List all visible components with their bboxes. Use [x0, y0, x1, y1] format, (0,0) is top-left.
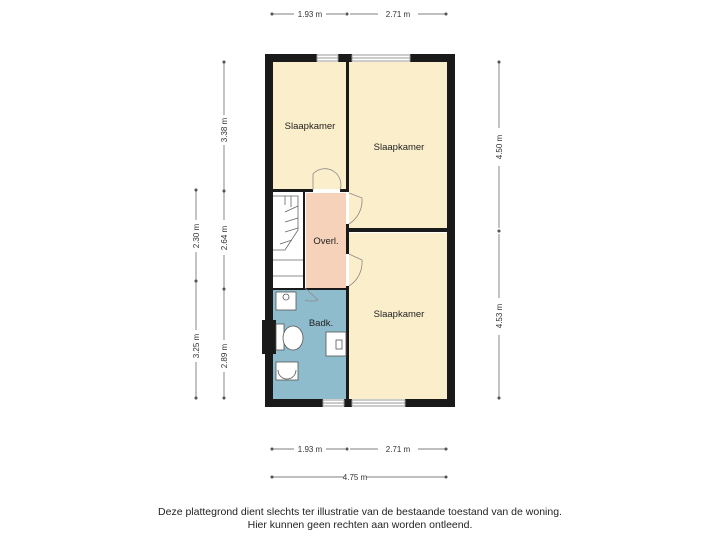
shower-icon — [275, 361, 299, 381]
dimension-lines — [194, 12, 501, 479]
room-label-landing: Overl. — [313, 236, 338, 247]
dim-total-width: 4.75 m — [343, 473, 368, 482]
bathroom-fixtures — [275, 291, 347, 381]
room-fill-bedroom-top-right — [349, 62, 447, 228]
room-label-bathroom: Badk. — [309, 318, 333, 329]
dim-inner-left-upper: 3.38 m — [220, 117, 229, 142]
windows — [316, 54, 411, 407]
dim-inner-left-lower: 2.89 m — [220, 343, 229, 368]
disclaimer-line-2: Hier kunnen geen rechten aan worden ontl… — [247, 519, 473, 531]
dim-outer-left-upper: 2.30 m — [192, 223, 201, 248]
dim-outer-left-lower: 3.25 m — [192, 333, 201, 358]
room-label-bedroom-top-left: Slaapkamer — [285, 121, 336, 132]
dim-right-lower: 4.53 m — [495, 303, 504, 328]
dim-top-left: 1.93 m — [298, 10, 323, 19]
dim-right-upper: 4.50 m — [495, 134, 504, 159]
dim-top-right: 2.71 m — [386, 10, 411, 19]
room-fill-stair — [273, 192, 305, 276]
dim-bottom-right: 2.71 m — [386, 445, 411, 454]
outer-walls — [262, 54, 455, 407]
stairs — [273, 195, 303, 277]
interior-walls — [273, 62, 447, 399]
doors — [304, 168, 363, 302]
room-fill-bedroom-top-left — [273, 62, 346, 189]
sink-icon — [275, 291, 297, 311]
dim-bottom-left: 1.93 m — [298, 445, 323, 454]
room-fill-bedroom-bottom-right — [349, 233, 447, 399]
dim-inner-left-mid: 2.64 m — [220, 225, 229, 250]
room-fill-landing — [306, 193, 346, 288]
room-label-bedroom-bottom-right: Slaapkamer — [374, 309, 425, 320]
room-label-bedroom-top-right: Slaapkamer — [374, 142, 425, 153]
disclaimer-line-1: Deze plattegrond dient slechts ter illus… — [158, 506, 562, 518]
